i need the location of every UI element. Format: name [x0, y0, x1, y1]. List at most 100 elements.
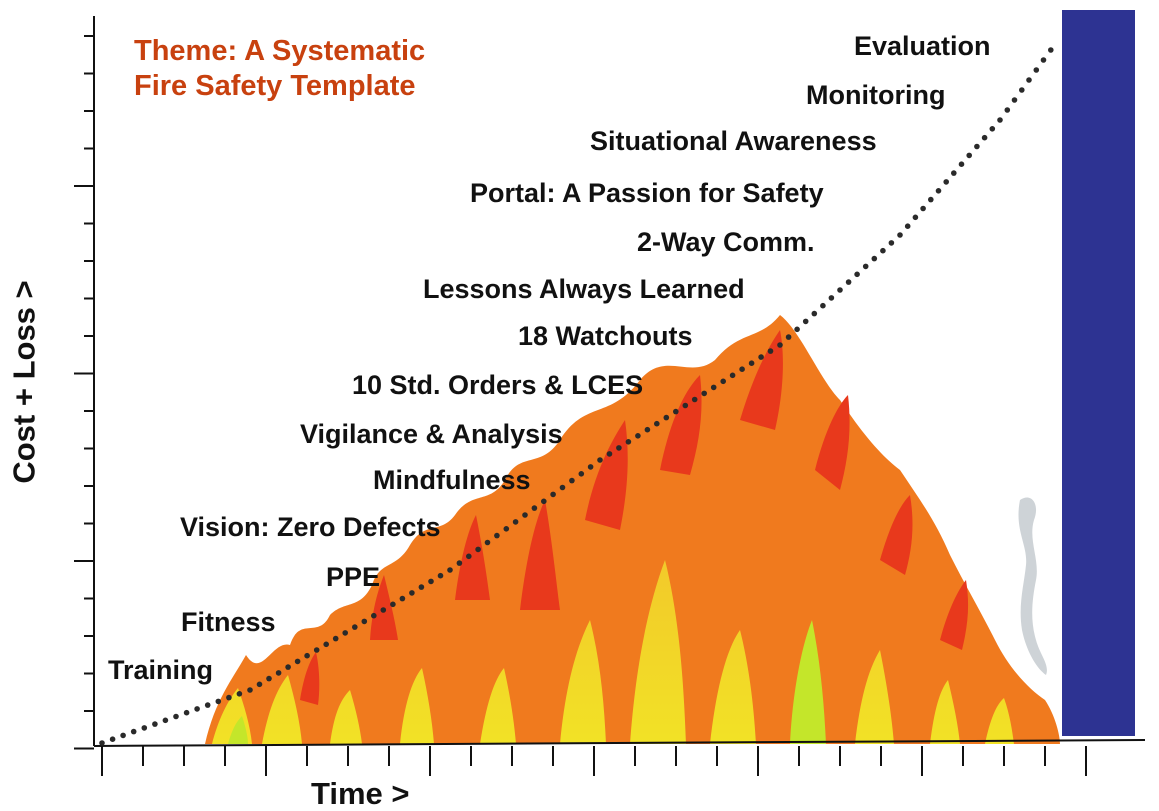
trend-dot — [447, 567, 453, 573]
trend-dot — [758, 354, 764, 360]
trend-dot — [371, 612, 377, 619]
trend-dot — [550, 491, 556, 498]
trend-dot — [981, 134, 988, 141]
trend-dot — [625, 439, 632, 445]
trend-dot — [1048, 47, 1054, 53]
trend-dot — [928, 196, 934, 203]
trend-dot — [578, 471, 585, 477]
trend-dot — [871, 255, 878, 262]
trend-dot — [466, 553, 472, 560]
theme-title: Theme: A Systematic Fire Safety Template — [134, 34, 425, 104]
trend-dot — [1019, 87, 1025, 93]
step-label-vigilance: Vigilance & Analysis — [300, 419, 563, 449]
trend-dot — [958, 161, 965, 167]
flame-yellow — [212, 560, 1014, 744]
trend-dot — [644, 426, 651, 433]
x-axis-line — [93, 739, 1146, 747]
trend-dot — [130, 728, 137, 735]
trend-dot — [559, 484, 566, 491]
trend-dot — [673, 408, 679, 415]
axes — [93, 16, 1146, 747]
trend-dot — [616, 445, 622, 451]
trend-dot — [785, 334, 792, 340]
trend-dot — [920, 205, 926, 212]
trend-dot — [99, 740, 105, 746]
trend-dot — [541, 498, 547, 505]
trend-dot — [739, 366, 745, 373]
trend-dot — [399, 595, 406, 602]
trend-dot — [888, 240, 895, 246]
trend-dot — [456, 560, 463, 566]
trend-dot — [904, 223, 911, 229]
trend-dot — [380, 607, 387, 613]
trend-dot — [247, 687, 253, 693]
trend-dot — [1040, 57, 1047, 63]
trend-dot — [974, 143, 980, 150]
trend-dot — [845, 279, 852, 285]
trend-dot — [323, 641, 330, 648]
trend-dot — [691, 396, 698, 403]
trend-dot — [701, 390, 707, 397]
trend-dot — [635, 433, 641, 439]
x-axis-title: Time > — [311, 776, 410, 811]
trend-dot — [767, 348, 774, 354]
trend-dot — [587, 464, 594, 470]
trend-dot — [503, 526, 510, 532]
trend-dot — [285, 664, 291, 670]
theme-line-1: Theme: A Systematic — [134, 35, 426, 67]
trend-dot — [989, 126, 996, 132]
trend-dot — [361, 618, 368, 625]
smoke-wisp — [1018, 497, 1047, 675]
trend-dot — [152, 721, 158, 727]
trend-dot — [342, 630, 349, 636]
trend-dot — [475, 546, 481, 553]
trend-dot — [256, 681, 263, 688]
trend-dot — [531, 505, 538, 511]
trend-dot — [943, 179, 949, 185]
trend-dot — [720, 378, 726, 385]
trend-dot — [162, 717, 169, 724]
step-label-awareness: Situational Awareness — [590, 126, 877, 156]
trend-dot — [862, 263, 869, 270]
trend-dot — [313, 647, 320, 653]
trend-dot — [109, 736, 116, 742]
trend-dot — [120, 732, 126, 739]
cost-bar — [1062, 10, 1135, 736]
trend-dot — [729, 372, 736, 379]
trend-dot — [494, 532, 500, 539]
step-label-watchouts: 18 Watchouts — [518, 321, 693, 351]
step-label-fitness: Fitness — [181, 607, 276, 637]
trend-dot — [828, 295, 835, 301]
trend-dot — [226, 694, 232, 701]
trend-dot — [183, 709, 190, 716]
trend-dot — [522, 512, 528, 518]
fire-illustration — [205, 315, 1060, 744]
trend-dot — [236, 691, 243, 697]
trend-dot — [777, 342, 783, 348]
trend-dot — [710, 384, 717, 391]
trend-dot — [204, 702, 211, 708]
trend-dot — [837, 287, 843, 293]
trend-dot — [654, 420, 660, 427]
trend-dot — [748, 360, 755, 367]
trend-dot — [1033, 67, 1040, 73]
step-label-mindfulness: Mindfulness — [373, 465, 531, 495]
step-label-comm: 2-Way Comm. — [637, 227, 815, 257]
step-label-lessons: Lessons Always Learned — [423, 274, 745, 304]
trend-dot — [1026, 77, 1032, 83]
step-label-evaluation: Evaluation — [854, 31, 991, 61]
theme-line-2: Fire Safety Template — [134, 69, 416, 102]
trend-dot — [1011, 97, 1018, 103]
trend-dot — [332, 635, 339, 642]
trend-dot — [802, 318, 809, 325]
step-label-orders: 10 Std. Orders & LCES — [352, 370, 644, 400]
trend-dot — [352, 624, 358, 630]
trend-dot — [663, 414, 670, 421]
trend-dot — [304, 652, 310, 659]
trend-dot — [194, 706, 200, 712]
dotted-trend-line — [99, 47, 1054, 746]
step-label-training: Training — [108, 655, 214, 685]
y-axis-title: Cost + Loss > — [6, 280, 42, 484]
trend-dot — [597, 457, 603, 463]
